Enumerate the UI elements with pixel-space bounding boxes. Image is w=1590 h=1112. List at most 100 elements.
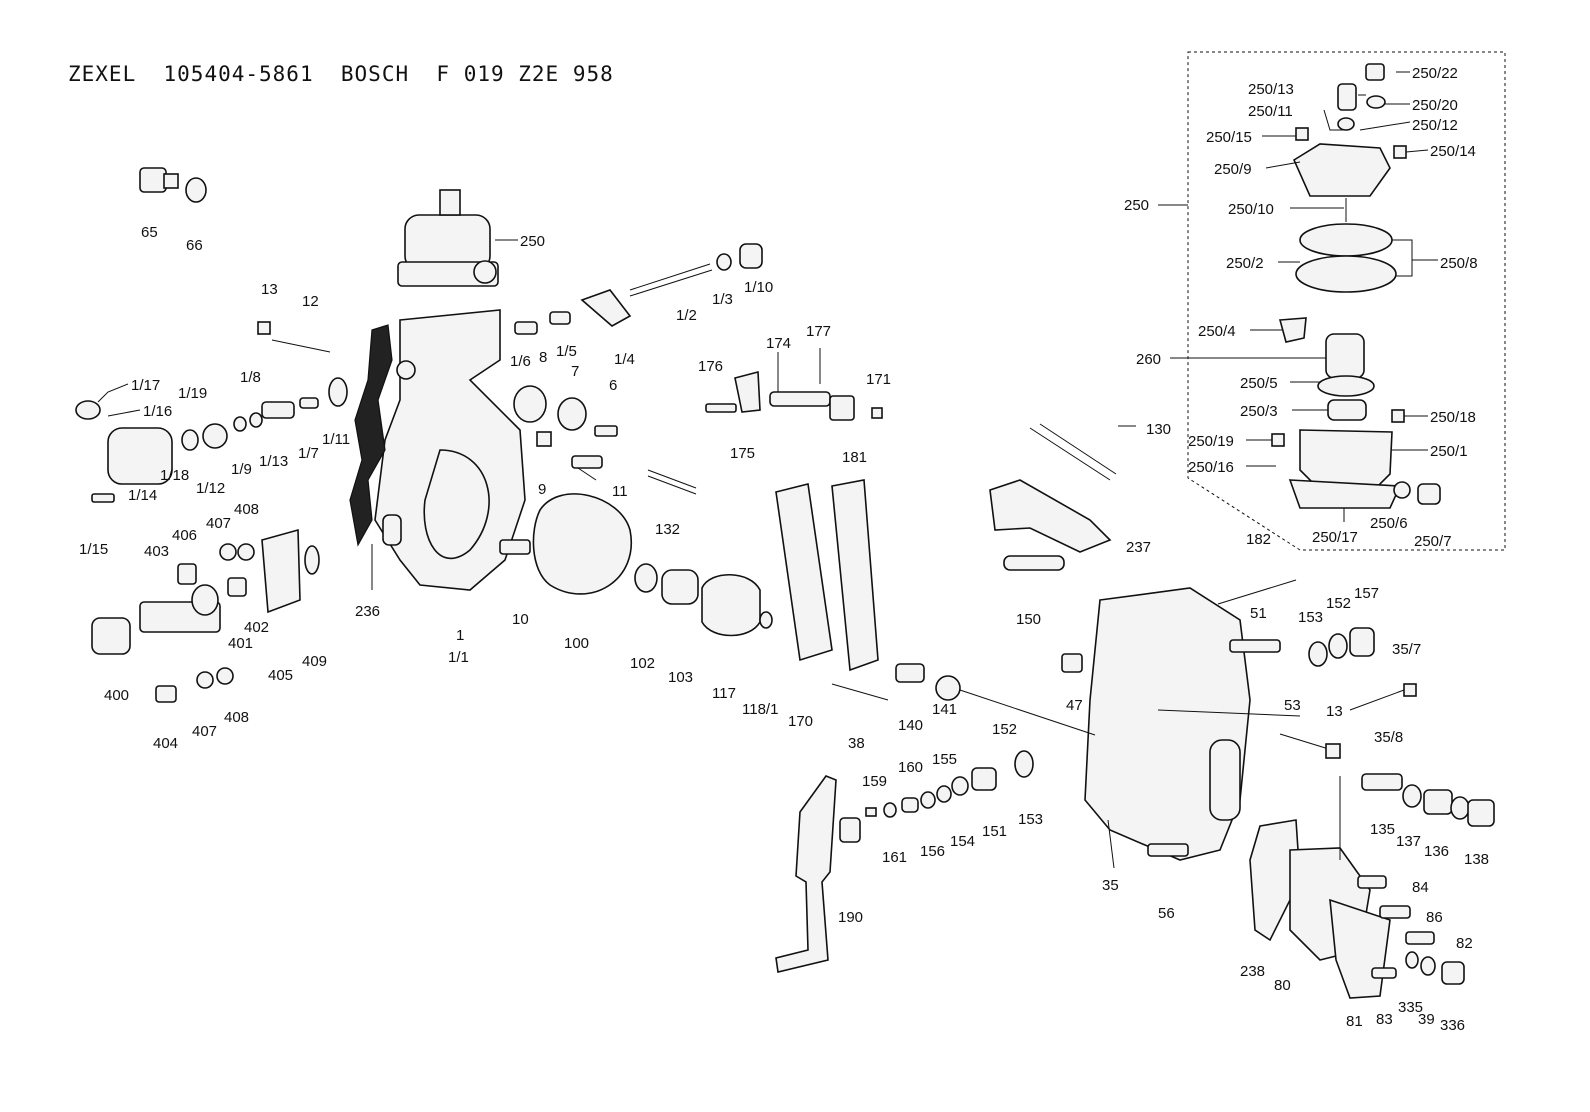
- label-250-11: 250/11: [1248, 103, 1293, 120]
- label-175: 175: [730, 445, 755, 462]
- bolt-182: [1217, 579, 1297, 605]
- spring-132-b: [647, 475, 697, 495]
- label-250-18: 250/18: [1430, 409, 1476, 426]
- part-190-block: [839, 817, 861, 843]
- part-136: [1423, 789, 1453, 815]
- label-9: 9: [538, 481, 546, 498]
- lever-150: [989, 479, 1112, 553]
- housing-1: [374, 309, 526, 591]
- label-250-19: 250/19: [1188, 433, 1234, 450]
- screw-53: [1279, 733, 1333, 751]
- brand-zexel: ZEXEL: [68, 62, 137, 86]
- part-103: [661, 569, 699, 605]
- label-250-15: 250/15: [1206, 129, 1252, 146]
- label-66: 66: [186, 237, 203, 254]
- spring-132: [647, 469, 697, 489]
- label-103: 103: [668, 669, 693, 686]
- shaft-1-2: [629, 263, 711, 291]
- diaphragm-250-8a: [1299, 223, 1393, 257]
- bracket-190: [775, 775, 837, 973]
- label-38: 38: [848, 735, 865, 752]
- plug-65: [139, 167, 179, 193]
- plate-238: [1249, 819, 1301, 942]
- screw-83: [1371, 967, 1397, 979]
- gasket-236: [349, 324, 393, 547]
- label-35: 35: [1102, 877, 1119, 894]
- label-39: 39: [1418, 1011, 1435, 1028]
- label-150: 150: [1016, 611, 1041, 628]
- label-13-top: 13: [261, 281, 278, 298]
- label-237: 237: [1126, 539, 1151, 556]
- label-250-4: 250/4: [1198, 323, 1236, 340]
- label-138: 138: [1464, 851, 1489, 868]
- screw-250-15: [1295, 127, 1309, 141]
- ring-152-top: [1328, 633, 1348, 659]
- ring-102: [634, 563, 658, 593]
- label-156: 156: [920, 843, 945, 860]
- washer-335: [1405, 951, 1419, 969]
- screw-86: [1379, 905, 1411, 919]
- clip-250-4: [1278, 317, 1307, 343]
- label-402: 402: [244, 619, 269, 636]
- label-176: 176: [698, 358, 723, 375]
- zexel-part-number: 105404-5861: [163, 62, 314, 86]
- washer-1-3: [716, 253, 732, 271]
- bolt-12: [271, 339, 331, 353]
- ring-118-1: [759, 611, 773, 629]
- label-171: 171: [866, 371, 891, 388]
- washer-250-20: [1366, 95, 1386, 109]
- label-154: 154: [950, 833, 975, 850]
- block-177: [829, 395, 855, 421]
- label-250-12: 250/12: [1412, 117, 1458, 134]
- key-159: [865, 807, 877, 817]
- label-161: 161: [882, 849, 907, 866]
- cover-1-14: [75, 377, 348, 485]
- label-250-top: 250: [520, 233, 545, 250]
- label-135: 135: [1370, 821, 1395, 838]
- lever-181: [831, 479, 879, 672]
- label-152-mid: 152: [992, 721, 1017, 738]
- screw-6: [594, 425, 618, 437]
- label-250-8: 250/8: [1440, 255, 1478, 272]
- label-100: 100: [564, 635, 589, 652]
- washer-7: [557, 397, 587, 431]
- label-1-16: 1/16: [143, 403, 172, 420]
- label-250-2: 250/2: [1226, 255, 1264, 272]
- label-250-6: 250/6: [1370, 515, 1408, 532]
- spring-130: [1029, 427, 1111, 481]
- part-labels: 65 66 250 13 12 1/17 1/16 1/19 1/8 1/18 …: [79, 65, 1489, 1034]
- label-1-9: 1/9: [231, 461, 252, 478]
- label-409: 409: [302, 653, 327, 670]
- label-51: 51: [1250, 605, 1267, 622]
- nut-13: [257, 321, 271, 335]
- ring-137: [1402, 784, 1422, 808]
- label-407-top: 407: [206, 515, 231, 532]
- label-250-5: 250/5: [1240, 375, 1278, 392]
- label-1-11: 1/11: [322, 431, 350, 448]
- plug-8: [513, 385, 547, 423]
- ring-161: [883, 802, 897, 818]
- spring-1-5: [549, 311, 571, 325]
- label-53: 53: [1284, 697, 1301, 714]
- diaphragm-250-8b: [1295, 255, 1397, 293]
- cap-336: [1441, 961, 1465, 985]
- label-250-20: 250/20: [1412, 97, 1458, 114]
- label-1-1: 1/1: [448, 649, 469, 666]
- label-260: 260: [1136, 351, 1161, 368]
- part-160: [901, 797, 919, 813]
- shaft-1-2-edge: [629, 269, 713, 297]
- label-153-top: 153: [1298, 609, 1323, 626]
- label-400: 400: [104, 687, 129, 704]
- part-250-3: [1327, 399, 1367, 421]
- label-65: 65: [141, 224, 158, 241]
- label-136: 136: [1424, 843, 1449, 860]
- screw-51: [1229, 639, 1281, 653]
- label-157: 157: [1354, 585, 1379, 602]
- cover-237-window: [1209, 739, 1241, 821]
- label-406: 406: [172, 527, 197, 544]
- label-1: 1: [456, 627, 464, 644]
- leader-lines: [97, 71, 1438, 869]
- label-152-top: 152: [1326, 595, 1351, 612]
- plate-group-400: [91, 528, 320, 703]
